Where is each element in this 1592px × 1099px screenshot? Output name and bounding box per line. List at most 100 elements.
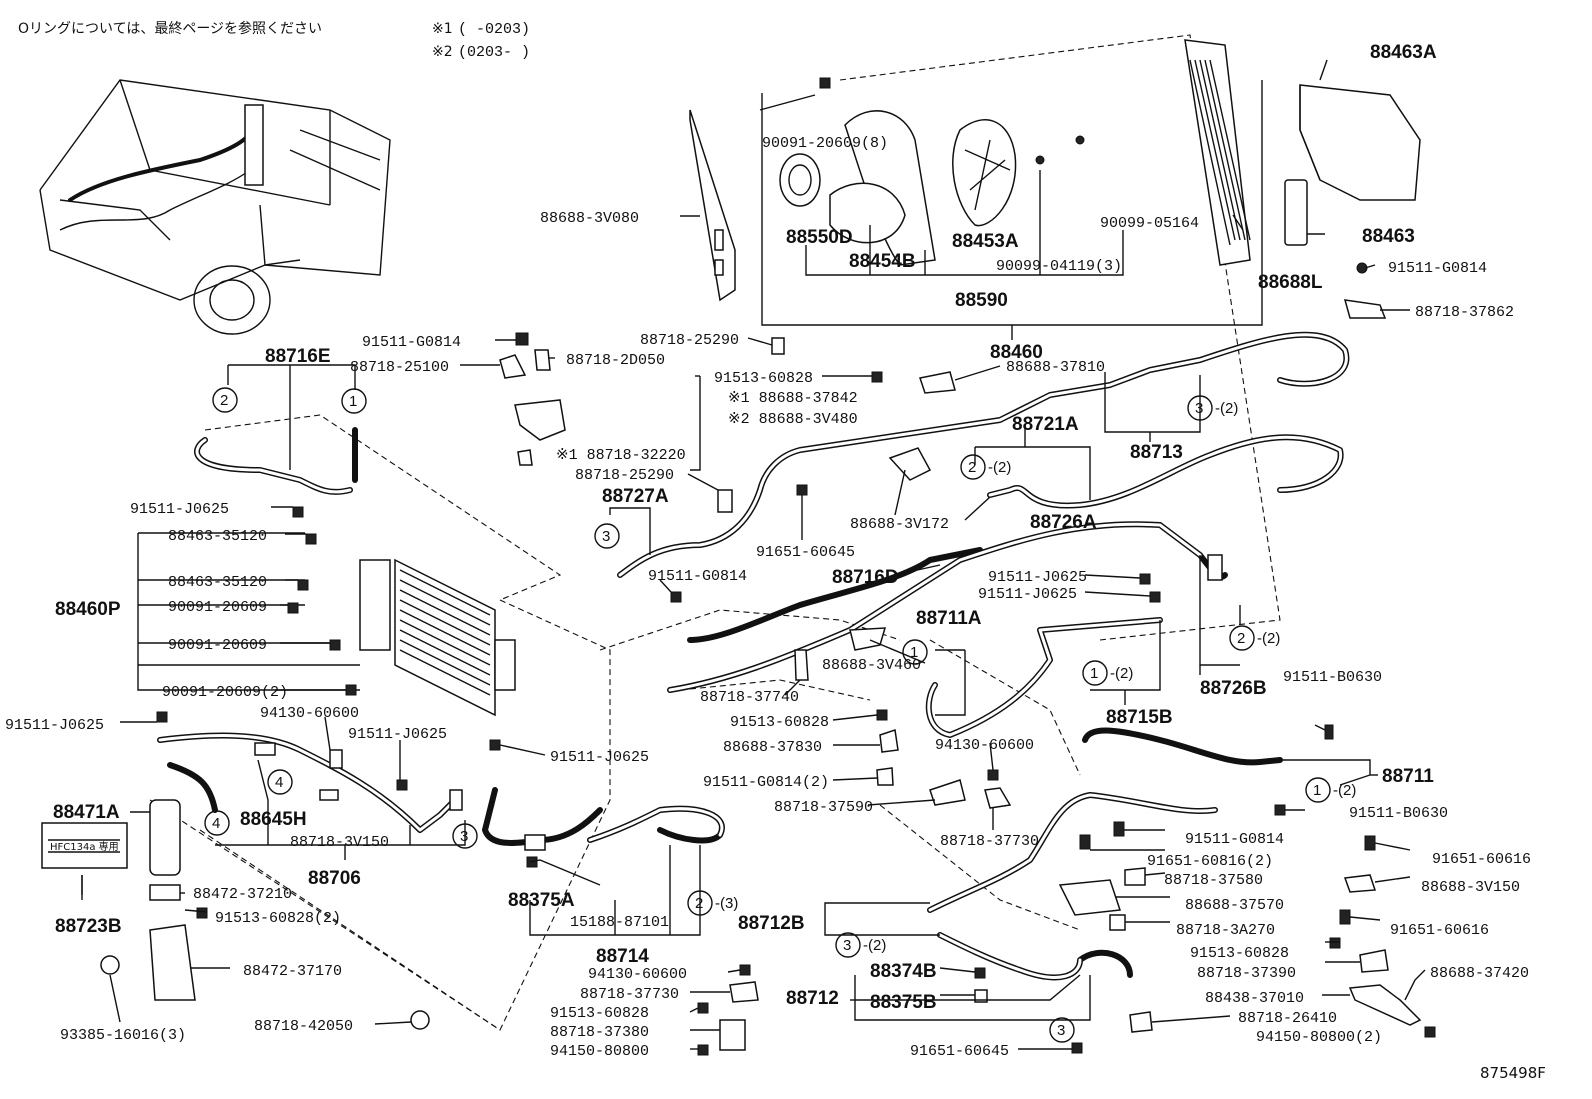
label-88721a: 88721A	[1012, 414, 1079, 435]
label-88715b: 88715B	[1106, 707, 1173, 728]
svg-text:2: 2	[695, 895, 703, 912]
svg-text:3: 3	[602, 528, 610, 545]
label-91513-60828-2: 91513-60828(2)	[215, 910, 341, 927]
label-88472-37210: 88472-37210	[193, 886, 292, 903]
label-88460: 88460	[990, 342, 1043, 363]
label-91511-j0625-f: 91511-J0625	[550, 749, 649, 766]
label-91511-g0814-2: 91511-G0814(2)	[703, 774, 829, 791]
callout-1-88711a: 1	[902, 639, 928, 665]
label-91513-60828-a: 91513-60828	[714, 370, 813, 387]
label-88718-42050: 88718-42050	[254, 1018, 353, 1035]
label-88726b: 88726B	[1200, 678, 1267, 699]
label-91513-60828-c: 91513-60828	[1190, 945, 1289, 962]
svg-text:-(2): -(2)	[1257, 630, 1280, 647]
svg-text:-(2): -(2)	[1215, 400, 1238, 417]
label-91513-60828-d: 91513-60828	[550, 1005, 649, 1022]
label-90091-20609-8: 90091-20609(8)	[762, 135, 888, 152]
callout-3-88712b: 3 -(2)	[835, 932, 886, 958]
label-88688-37570: 88688-37570	[1185, 897, 1284, 914]
ref2-range: (0203- )	[458, 44, 530, 61]
label-15188-87101: 15188-87101	[570, 914, 669, 931]
label-91511-b0630-b: 91511-B0630	[1349, 805, 1448, 822]
label-88688-3v080: 88688-3V080	[540, 210, 639, 227]
label-88460p: 88460P	[55, 599, 121, 620]
label-88688-37810: 88688-37810	[1006, 359, 1105, 376]
svg-text:-(3): -(3)	[715, 895, 738, 912]
label-91511-g0814-c: 91511-G0814	[648, 568, 747, 585]
svg-text:3: 3	[843, 937, 851, 954]
callout-2-88716e: 2	[212, 387, 238, 413]
svg-text:3: 3	[1057, 1022, 1065, 1039]
label-88716e: 88716E	[265, 346, 331, 367]
hfc-label-text: HFC134a 専用	[50, 841, 119, 853]
label-91511-g0814-b: 91511-G0814	[362, 334, 461, 351]
label-91511-j0625-e: 91511-J0625	[348, 726, 447, 743]
label-88706: 88706	[308, 868, 361, 889]
label-88718-25100: 88718-25100	[350, 359, 449, 376]
svg-text:-(2): -(2)	[1110, 665, 1133, 682]
label-90091-20609-2: 90091-20609(2)	[162, 684, 288, 701]
leader-lines	[81, 59, 1426, 1050]
label-91511-b0630-a: 91511-B0630	[1283, 669, 1382, 686]
label-90091-20609-a: 90091-20609	[168, 599, 267, 616]
svg-text:-(2): -(2)	[988, 459, 1011, 476]
ref1-range: ( -0203)	[458, 21, 530, 38]
label-91511-g0814-d: 91511-G0814	[1185, 831, 1284, 848]
label-94150-80800-2: 94150-80800(2)	[1256, 1029, 1382, 1046]
label-94130-60600-b: 94130-60600	[935, 737, 1034, 754]
callout-3-88706: 3	[452, 823, 478, 849]
label-94130-60600-a: 94130-60600	[260, 705, 359, 722]
label-88374b: 88374B	[870, 961, 937, 982]
label-88463a: 88463A	[1370, 42, 1437, 63]
label-90099-04119-3: 90099-04119(3)	[996, 258, 1122, 275]
callout-1-88716e: 1	[341, 388, 367, 414]
svg-text:1: 1	[349, 393, 357, 410]
part-labels: 88463A 90091-20609(8) 88688-3V080 88550D…	[5, 42, 1531, 1060]
ref1-mark: ※1	[432, 21, 453, 37]
label-88375a: 88375A	[508, 890, 575, 911]
svg-text:1: 1	[1313, 782, 1321, 799]
label-88645h: 88645H	[240, 809, 307, 830]
label-88713: 88713	[1130, 442, 1183, 463]
label-88718-37862: 88718-37862	[1415, 304, 1514, 321]
svg-text:-(2): -(2)	[863, 937, 886, 954]
top-assembly	[689, 39, 1421, 326]
label-88727a: 88727A	[602, 486, 669, 507]
label-88688-3v172: 88688-3V172	[850, 516, 949, 533]
label-88718-37390: 88718-37390	[1197, 965, 1296, 982]
label-88712: 88712	[786, 988, 839, 1009]
svg-text:1: 1	[1090, 665, 1098, 682]
label-88718-25290-a: 88718-25290	[640, 332, 739, 349]
label-88714: 88714	[596, 946, 649, 967]
ref2-mark: ※2	[432, 44, 453, 60]
label-91511-j0625-c: 91511-J0625	[978, 586, 1077, 603]
callout-2-88726b: 2-(2)	[1229, 625, 1280, 651]
label-88712b: 88712B	[738, 913, 805, 934]
label-88438-37010: 88438-37010	[1205, 990, 1304, 1007]
label-91651-60645-b: 91651-60645	[910, 1043, 1009, 1060]
label-88718-3a270: 88718-3A270	[1176, 922, 1275, 939]
label-93385-16016-3: 93385-16016(3)	[60, 1027, 186, 1044]
label-91511-g0814-a: 91511-G0814	[1388, 260, 1487, 277]
svg-text:4: 4	[212, 815, 220, 832]
callout-4-88706: 4	[204, 810, 230, 836]
label-91511-j0625-a: 91511-J0625	[130, 501, 229, 518]
label-88550d: 88550D	[786, 227, 853, 248]
callout-1-88715b: 1 -(2)	[1082, 660, 1133, 686]
label-88711a: 88711A	[916, 608, 982, 629]
label-88718-37380: 88718-37380	[550, 1024, 649, 1041]
label-88718-25290-b: 88718-25290	[575, 467, 674, 484]
small-parts	[156, 332, 1436, 1056]
label-88453a: 88453A	[952, 231, 1019, 252]
svg-text:2: 2	[220, 392, 228, 409]
label-88718-2d050: 88718-2D050	[566, 352, 665, 369]
label-91651-60645-a: 91651-60645	[756, 544, 855, 561]
svg-text:1: 1	[910, 644, 918, 661]
label-91651-60616-a: 91651-60616	[1432, 851, 1531, 868]
label-88726a: 88726A	[1030, 512, 1097, 533]
label-88688l: 88688L	[1258, 272, 1323, 293]
label-90091-20609-b: 90091-20609	[168, 637, 267, 654]
oring-note: Oリングについては、最終ページを参照ください	[18, 20, 322, 37]
svg-text:4: 4	[275, 774, 283, 791]
